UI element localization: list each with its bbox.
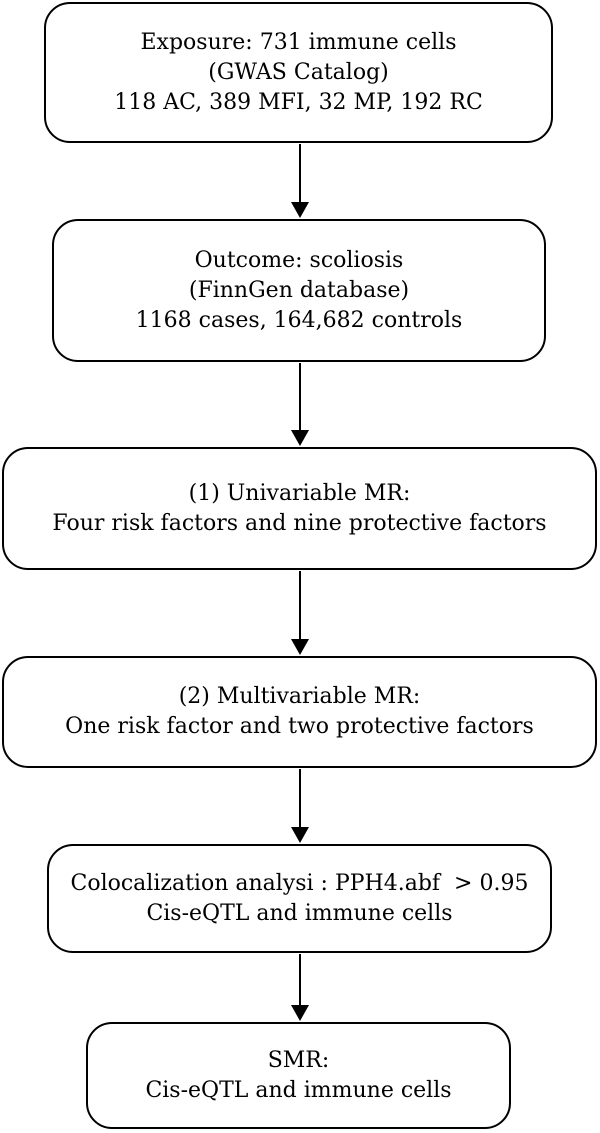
exposure-counts: 118 AC, 389 MFI, 32 MP, 192 RC bbox=[114, 89, 483, 115]
arrow-exposure-to-outcome bbox=[291, 144, 309, 218]
arrow-outcome-to-univariable bbox=[291, 363, 309, 446]
outcome-source: (FinnGen database) bbox=[188, 277, 410, 303]
univariable-mr-box: (1) Univariable MR: Four risk factors an… bbox=[2, 447, 597, 570]
outcome-box: Outcome: scoliosis (FinnGen database) 11… bbox=[52, 219, 546, 362]
colocalization-box: Colocalization analysi : PPH4.abf > 0.95… bbox=[47, 844, 552, 953]
arrow-multivariable-to-colocalization bbox=[291, 769, 309, 843]
univariable-mr-result: Four risk factors and nine protective fa… bbox=[52, 510, 547, 536]
exposure-title: Exposure: 731 immune cells bbox=[140, 29, 457, 55]
multivariable-mr-box: (2) Multivariable MR: One risk factor an… bbox=[2, 656, 597, 768]
smr-box: SMR: Cis-eQTL and immune cells bbox=[86, 1022, 511, 1129]
multivariable-mr-result: One risk factor and two protective facto… bbox=[65, 714, 534, 739]
arrow-colocalization-to-smr bbox=[291, 954, 309, 1021]
exposure-box: Exposure: 731 immune cells (GWAS Catalog… bbox=[44, 2, 553, 143]
exposure-source: (GWAS Catalog) bbox=[208, 59, 389, 85]
colocalization-title: Colocalization analysi : PPH4.abf > 0.95 bbox=[70, 870, 529, 896]
outcome-title: Outcome: scoliosis bbox=[194, 247, 404, 273]
smr-title: SMR: bbox=[267, 1047, 330, 1073]
outcome-counts: 1168 cases, 164,682 controls bbox=[135, 307, 463, 333]
smr-detail: Cis-eQTL and immune cells bbox=[145, 1077, 452, 1103]
arrow-univariable-to-multivariable bbox=[291, 571, 309, 655]
colocalization-detail: Cis-eQTL and immune cells bbox=[146, 900, 453, 926]
multivariable-mr-title: (2) Multivariable MR: bbox=[178, 684, 421, 709]
univariable-mr-title: (1) Univariable MR: bbox=[188, 480, 411, 506]
